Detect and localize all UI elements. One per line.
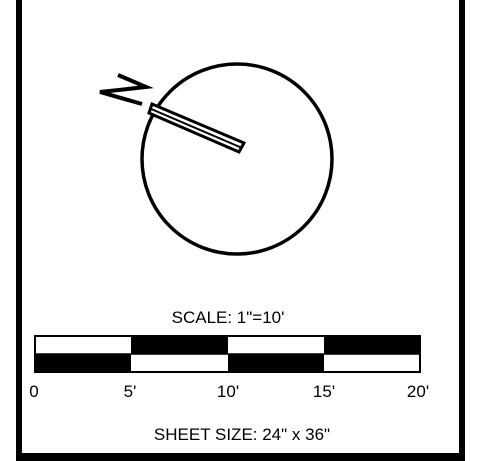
scale-tick-0: 0 [29,382,38,401]
scale-bar-cell-bottom-3 [228,354,324,372]
sheet-border [16,0,465,461]
sheet-size-label: SHEET SIZE: 24" x 36" [154,425,330,444]
scale-tick-15: 15' [313,382,335,401]
north-arrow-icon [99,62,334,256]
north-arrow-circle [140,62,334,256]
scale-tick-10: 10' [217,382,239,401]
scale-bar-ticks: 0 5' 10' 15' 20' [29,382,429,401]
scale-bar-cell-top-4 [324,336,420,354]
scale-bar-cell-top-2 [131,336,228,354]
scale-bar [34,335,421,373]
scale-tick-5: 5' [124,382,137,401]
north-letter-n [99,73,154,106]
scale-tick-20: 20' [407,382,429,401]
scale-bar-cell-bottom-1 [35,354,131,372]
scale-label: SCALE: 1"=10' [172,308,285,327]
